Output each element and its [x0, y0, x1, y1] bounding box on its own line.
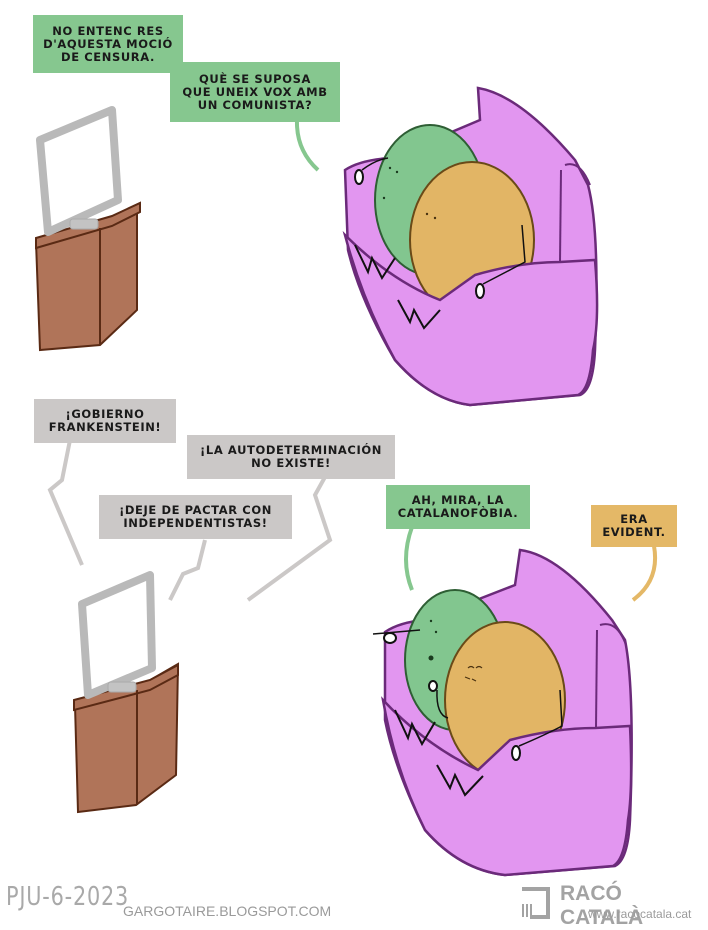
speech-tail: [631, 545, 658, 602]
bubble-text: ¡DEJE DE PACTAR CON INDEPENDENTISTAS!: [119, 503, 272, 530]
hand: [475, 283, 485, 299]
artist-signature: PJU-6-2023: [6, 882, 130, 912]
feet: [354, 244, 396, 281]
racocatala-logo-icon: [522, 887, 550, 919]
tv: [36, 106, 122, 236]
speech-bubble: NO ENTENC RES D'AQUESTA MOCIÓ DE CENSURA…: [33, 15, 183, 73]
bubble-text: NO ENTENC RES D'AQUESTA MOCIÓ DE CENSURA…: [43, 23, 173, 64]
feet: [394, 709, 436, 747]
publisher-url[interactable]: www.racocatala.cat: [588, 907, 692, 921]
speech-bubble: ¡DEJE DE PACTAR CON INDEPENDENTISTAS!: [99, 495, 292, 539]
bubble-text: ¡LA AUTODETERMINACIÓN NO EXISTE!: [200, 443, 382, 470]
hand: [354, 169, 364, 185]
speech-tail: [404, 526, 414, 591]
feet: [397, 299, 441, 330]
speech-bubble: ERA EVIDENT.: [591, 505, 677, 547]
bubble-text: ¡GOBIERNO FRANKENSTEIN!: [48, 407, 162, 434]
bubble-text: AH, MIRA, LA CATALANOFÒBIA.: [397, 493, 519, 520]
hand: [383, 632, 397, 644]
speech-tail: [47, 439, 84, 566]
speech-tail: [246, 476, 333, 602]
tv: [78, 571, 156, 699]
feet: [436, 764, 484, 797]
speech-bubble: AH, MIRA, LA CATALANOFÒBIA.: [386, 485, 530, 529]
speech-bubble: ¡LA AUTODETERMINACIÓN NO EXISTE!: [187, 435, 395, 479]
speech-bubble: ¡GOBIERNO FRANKENSTEIN!: [34, 399, 176, 443]
bubble-text: QUÈ SE SUPOSA QUE UNEIX VOX AMB UN COMUN…: [182, 71, 328, 112]
panel-1: [34, 86, 599, 407]
bubble-text: ERA EVIDENT.: [602, 512, 666, 539]
publisher-name: RACÓ CATALÀ: [560, 882, 644, 929]
blog-link[interactable]: GARGOTAIRE.BLOGSPOT.COM: [123, 903, 332, 919]
speech-tail: [168, 539, 207, 601]
panel-2: [47, 439, 658, 877]
hand: [511, 745, 521, 761]
hand: [428, 680, 438, 692]
speech-tail: [294, 119, 320, 172]
speech-bubble: QUÈ SE SUPOSA QUE UNEIX VOX AMB UN COMUN…: [170, 62, 340, 122]
